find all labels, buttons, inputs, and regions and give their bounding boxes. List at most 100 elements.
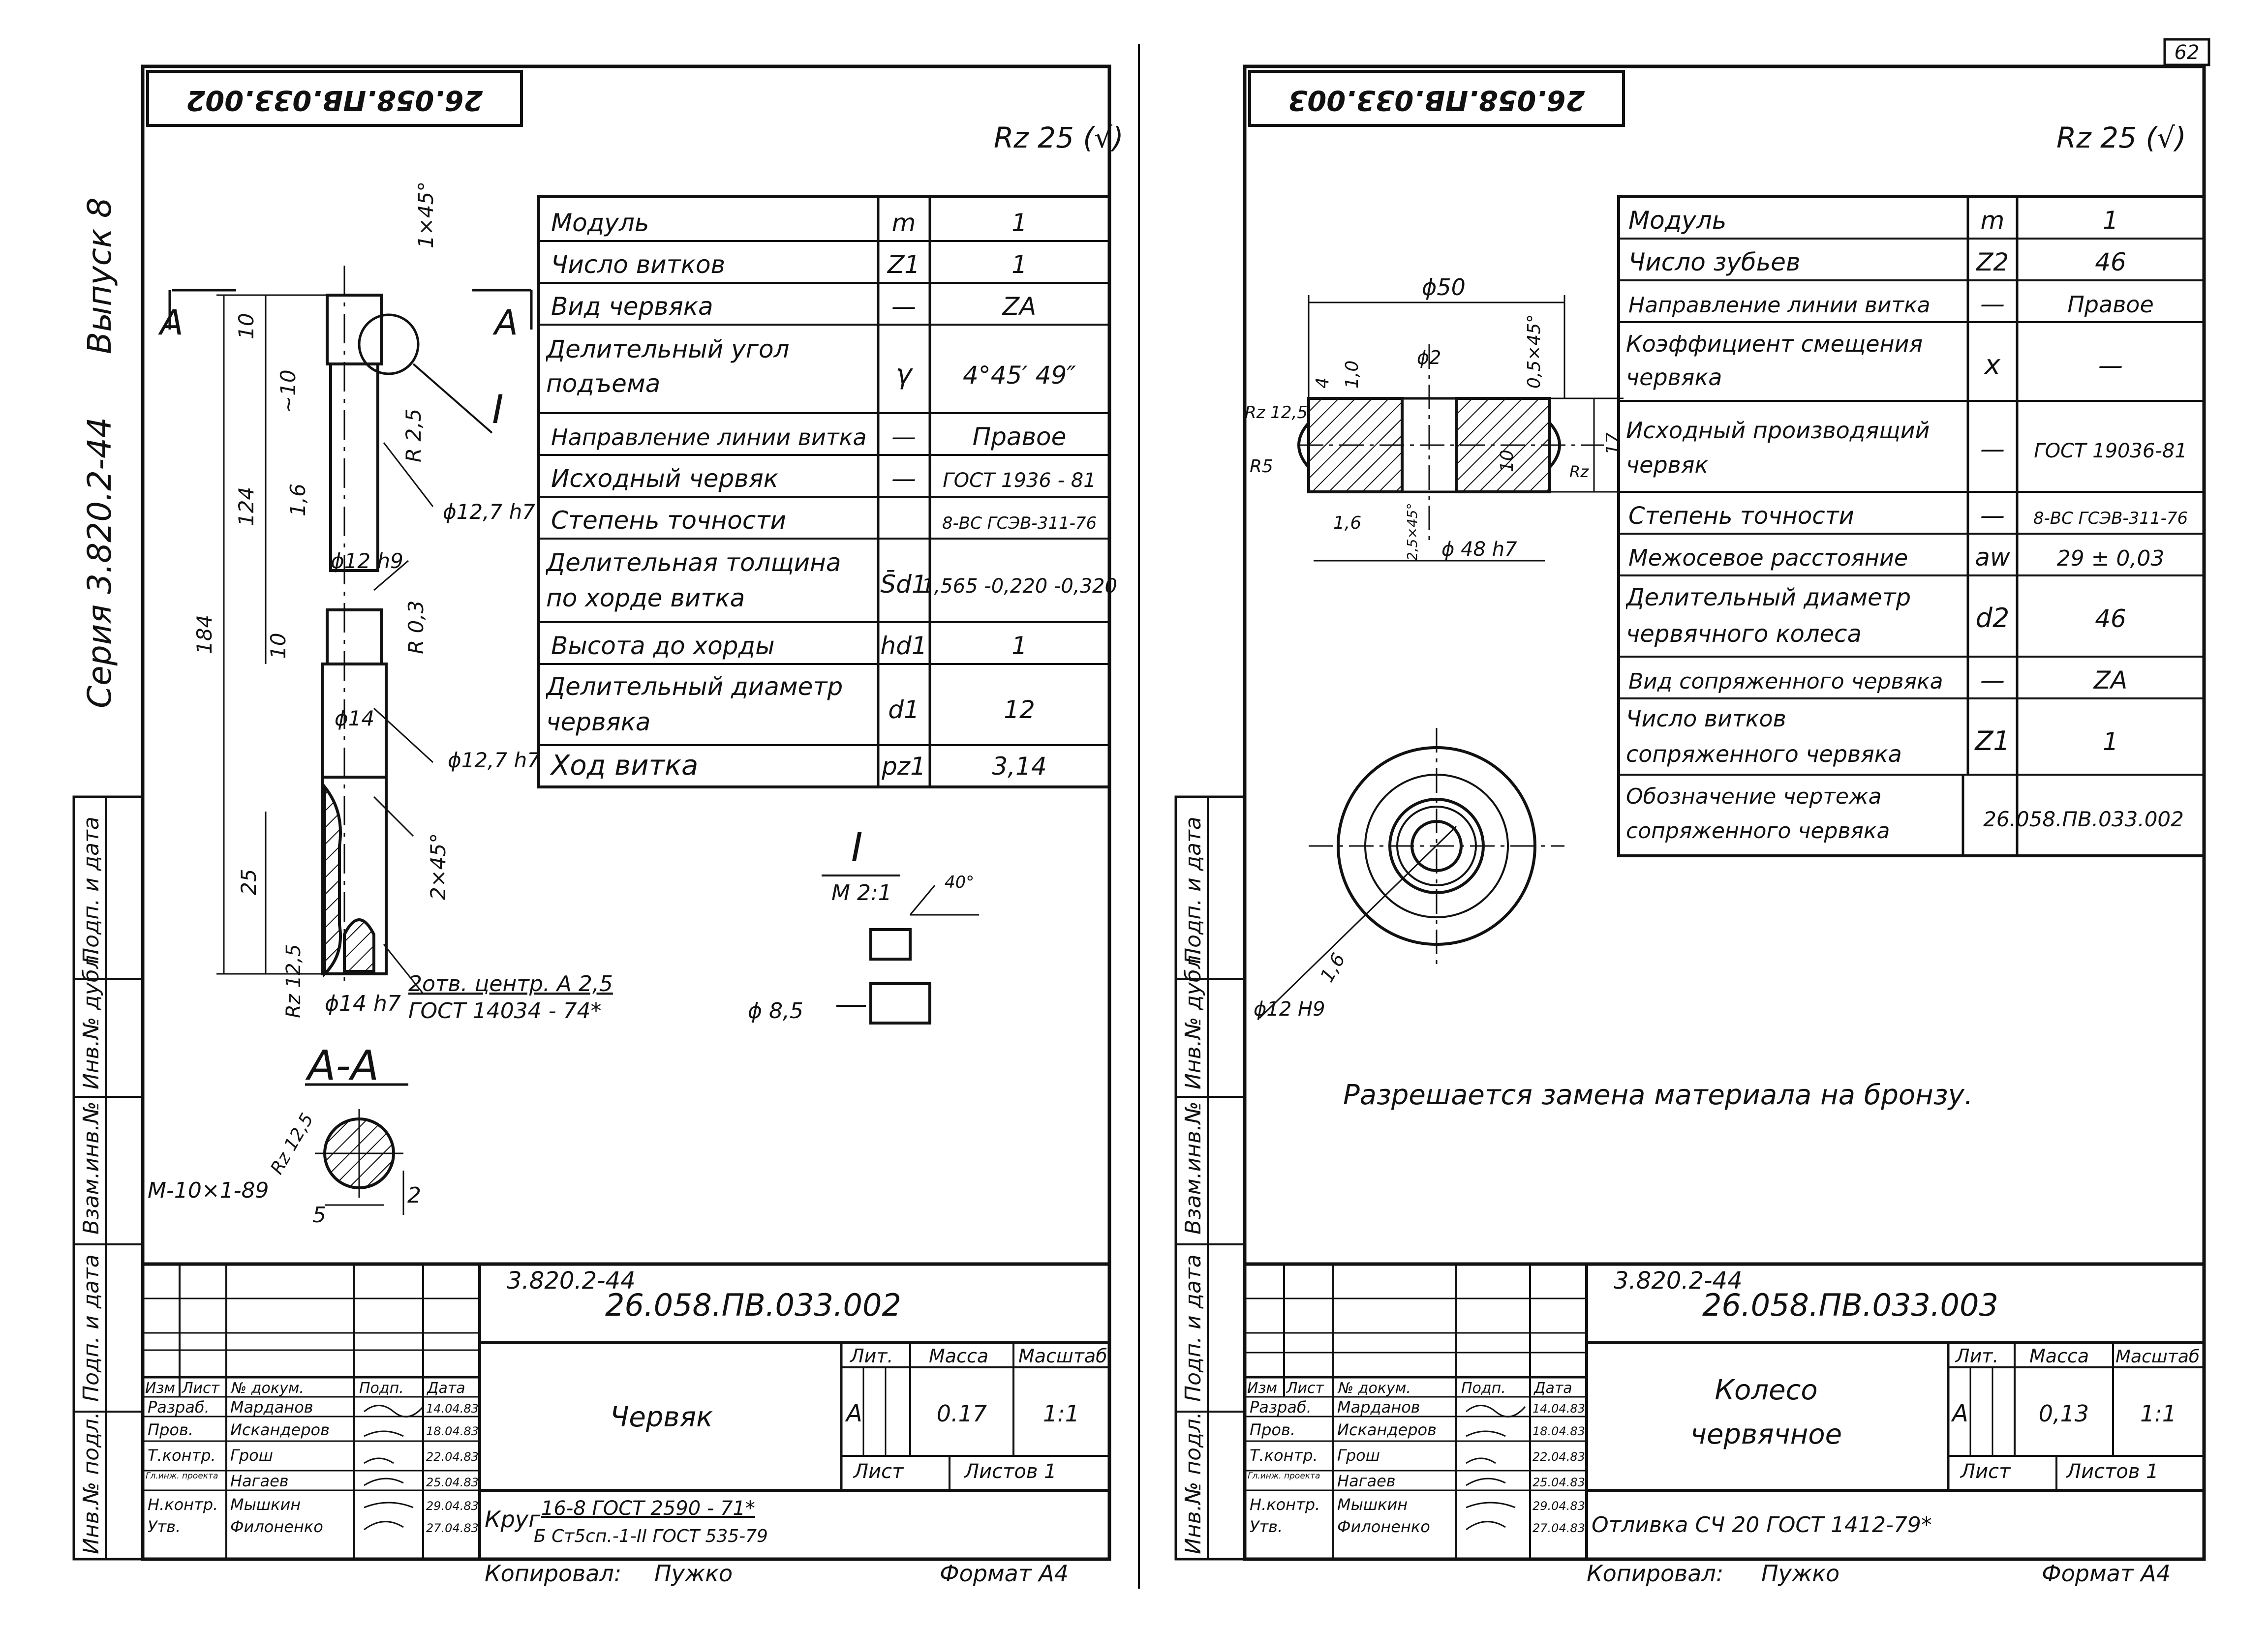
- s2-dim-10b: 10: [1497, 450, 1517, 472]
- sheet-1-stamp-box: [146, 70, 523, 127]
- s2-param-label-3: Коэффициент смещения червяка: [1626, 331, 1923, 391]
- s1-param-symbol-5: —: [891, 464, 916, 493]
- s2-param-label-2: Направление линии витка: [1628, 293, 1931, 318]
- s1-param-symbol-7: S̄d1: [880, 570, 927, 599]
- s1-dim-16: 1,6: [286, 483, 310, 516]
- s2-dim-16b: 1,6: [1316, 949, 1349, 986]
- detail-I-callout: I: [492, 387, 504, 432]
- s1-signatures: [364, 1405, 424, 1531]
- s1-row-date-1: 18.04.83: [426, 1424, 479, 1438]
- s2-lit-value: А: [1951, 1400, 1968, 1427]
- s1-param-value-6: 8-ВС ГСЭВ-311-76: [942, 513, 1097, 533]
- s1-param-symbol-0: m: [892, 209, 916, 237]
- s1-copied-label: Копировал:: [485, 1560, 621, 1587]
- s1-param-label-8: Высота до хорды: [551, 632, 775, 660]
- sheet-1-frame: [141, 64, 1111, 1561]
- s2-param-label-10: Обозначение чертежа сопряженного червяка: [1626, 784, 1890, 844]
- s2-row-role-5: Утв.: [1250, 1517, 1283, 1536]
- s1-param-value-0: 1: [1011, 209, 1027, 237]
- s1-dim-rz125b: Rz 12,5: [267, 1110, 317, 1178]
- s1-row-role-2: Т.контр.: [148, 1446, 216, 1465]
- sheet-1-stamp-code: 26.058.ПВ.033.002: [186, 84, 483, 116]
- s1-param-value-2: ZA: [1002, 292, 1036, 321]
- s2-strip-sign-date: Подп. и дата: [1181, 816, 1206, 964]
- section-a-a-label: А-А: [305, 1041, 379, 1089]
- s2-dim-phi50: ϕ50: [1422, 274, 1466, 301]
- s2-param-label-8: Вид сопряженного червяка: [1628, 669, 1943, 694]
- s1-row-date-0: 14.04.83: [426, 1402, 479, 1416]
- s1-param-label-6: Степень точности: [551, 506, 786, 535]
- detail-I-label: I: [851, 824, 863, 870]
- detail-I-circle: [358, 313, 420, 375]
- s2-row-date-4: 29.04.83: [1532, 1499, 1585, 1513]
- s2-dim-r5: R5: [1250, 456, 1273, 477]
- sheet-1-param-table: Модуль m 1 Число витков Z1 1 Вид червяка…: [537, 195, 1117, 788]
- s2-row-date-5: 27.04.83: [1532, 1521, 1585, 1535]
- worm-thread-lower: [326, 608, 383, 665]
- s1-doc-code: 26.058.ПВ.033.002: [605, 1287, 901, 1323]
- detail-I-scale: М 2:1: [831, 880, 892, 905]
- s1-dim-chamfer: 1×45°: [414, 181, 438, 248]
- s1-row-name-2: Грош: [230, 1446, 273, 1465]
- s2-dim-rz125: Rz 12,5: [1245, 403, 1308, 422]
- sheet-2: Подп. и дата Инв.№ дубл. Взам.инв.№ Подп…: [1174, 64, 2206, 1587]
- s2-row-date-0: 14.04.83: [1532, 1402, 1585, 1416]
- s2-dim-phi2: ϕ2: [1417, 347, 1441, 368]
- s1-dim-phi127a: ϕ12,7 h7: [443, 500, 535, 524]
- sheet-2-stamp-code: 26.058.ПВ.033.003: [1288, 84, 1585, 116]
- s1-format: Формат А4: [940, 1560, 1069, 1587]
- s1-param-label-5: Исходный червяк: [551, 464, 778, 493]
- s2-row-date-1: 18.04.83: [1532, 1424, 1585, 1438]
- s1-lit-header: Лит.: [849, 1345, 893, 1367]
- strip-sign-date-2: Подп. и дата: [79, 1254, 104, 1402]
- s2-strip-vzam: Взам.инв.№: [1181, 1101, 1206, 1235]
- sheet-2-stamp-box: [1248, 70, 1625, 127]
- s1-param-symbol-3: γ: [895, 359, 913, 391]
- s1-param-label-10: Ход витка: [550, 750, 698, 782]
- detail-I-view: I М 2:1 ϕ 8,5 40°: [748, 824, 979, 1025]
- section-mark-a-left: А: [158, 302, 184, 343]
- worm-wheel-front-view: 1,6 ϕ12 H9: [1254, 728, 1564, 1021]
- s1-param-label-0: Модуль: [551, 209, 649, 237]
- s2-param-symbol-1: Z2: [1975, 248, 2009, 276]
- sheet-1-title-block: 3.820.2-44 26.058.ПВ.033.002 Червяк Лит.…: [143, 1262, 1109, 1559]
- s2-lit-header: Лит.: [1955, 1345, 1999, 1367]
- sheet-1-side-strip: Подп. и дата Инв.№ дубл. Взам.инв.№ Подп…: [72, 795, 144, 1561]
- s2-dim-chamfer: 0,5×45°: [1524, 314, 1544, 389]
- detail-I-phi85: ϕ 8,5: [748, 998, 803, 1024]
- s1-sheet-label: Лист: [853, 1460, 904, 1483]
- s2-material-note: Разрешается замена материала на бронзу.: [1343, 1079, 1973, 1111]
- s2-strip-inv-dup: Инв.№ дубл.: [1181, 948, 1206, 1089]
- sheet-1: Подп. и дата Инв.№ дубл. Взам.инв.№ Подп…: [72, 64, 1124, 1587]
- s2-col-date: Дата: [1533, 1380, 1572, 1397]
- s1-param-value-1: 1: [1011, 250, 1027, 279]
- s2-param-label-4: Исходный производящий червяк: [1626, 417, 1930, 478]
- detail-I-angle: 40°: [945, 873, 974, 892]
- s1-dim-rz125: Rz 12,5: [282, 944, 305, 1018]
- s1-row-name-0: Марданов: [230, 1398, 313, 1417]
- s2-param-symbol-3: x: [1984, 349, 2001, 380]
- s1-row-date-4: 29.04.83: [426, 1499, 479, 1513]
- s1-row-role-3: Гл.инж. проекта: [146, 1472, 218, 1481]
- s2-row-date-2: 22.04.83: [1532, 1450, 1585, 1464]
- s1-series-code: 3.820.2-44: [507, 1267, 636, 1295]
- section-mark-a-right: А: [492, 302, 518, 343]
- s2-dim-10: 1,0: [1342, 361, 1362, 389]
- worm-shaft-drawing: 1×45° 10 ~10 R 2,5 124 1,6 ϕ12,7 h7 ϕ12 …: [148, 181, 613, 1228]
- s1-param-symbol-9: d1: [888, 695, 919, 724]
- s2-row-role-3: Гл.инж. проекта: [1248, 1472, 1320, 1481]
- s1-dim-10c: 10: [266, 633, 290, 659]
- s2-copied-label: Копировал:: [1587, 1560, 1723, 1587]
- s1-param-label-1: Число витков: [551, 250, 725, 279]
- s1-material-word: Круг: [485, 1506, 541, 1533]
- s2-param-value-2: Правое: [2067, 291, 2154, 318]
- s1-mass-value: 0.17: [937, 1400, 987, 1427]
- s1-param-value-8: 1: [1011, 632, 1027, 660]
- s2-param-label-6: Межосевое расстояние: [1628, 544, 1908, 571]
- s1-mass-header: Масса: [929, 1345, 988, 1367]
- s2-row-name-3: Нагаев: [1337, 1472, 1396, 1490]
- s2-param-label-7: Делительный диаметр червячного колеса: [1626, 584, 1911, 648]
- s2-dim-4: 4: [1313, 377, 1333, 389]
- s1-row-role-0: Разраб.: [148, 1398, 210, 1417]
